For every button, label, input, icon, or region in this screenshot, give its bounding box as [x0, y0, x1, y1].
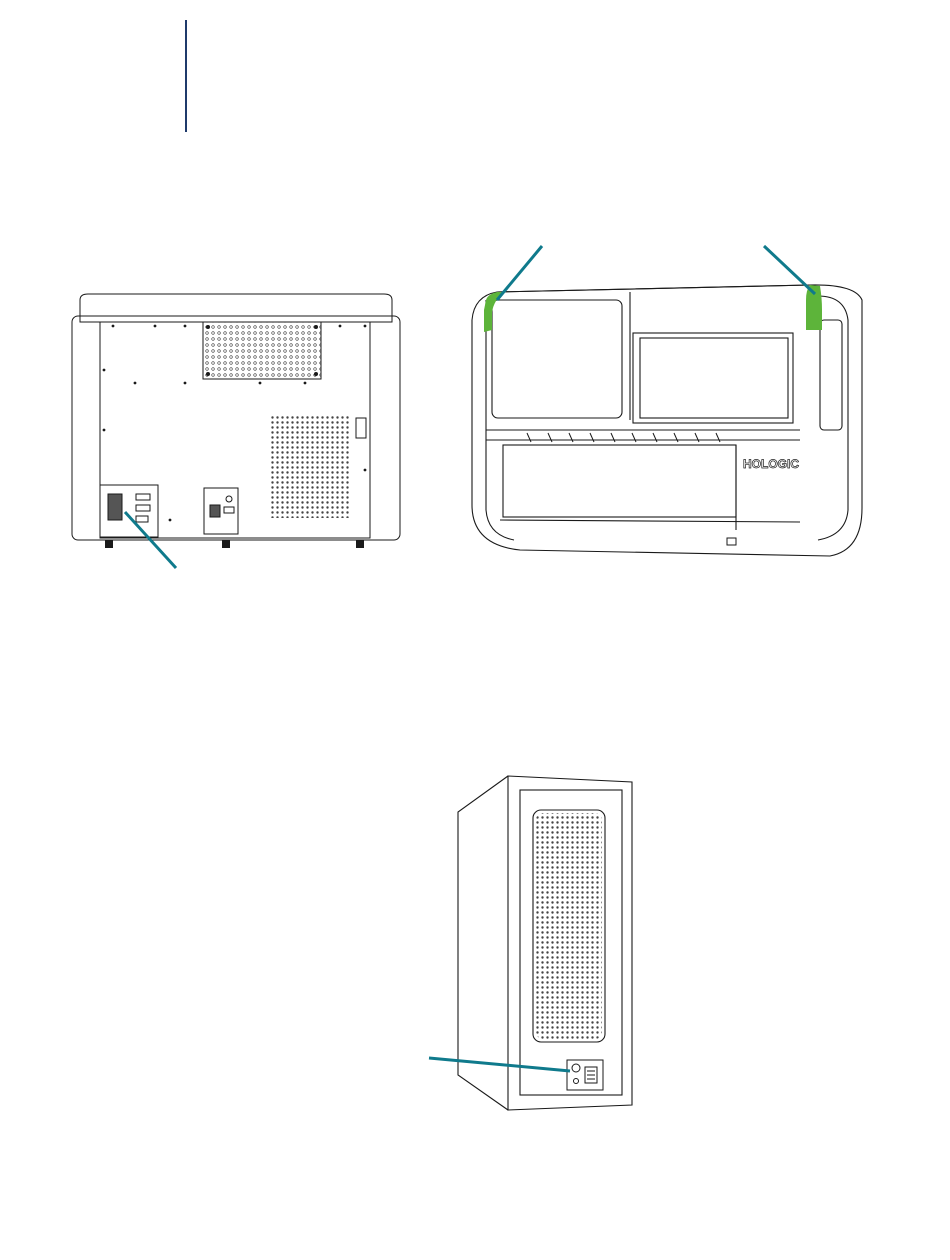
rear-feet	[105, 540, 364, 548]
rear-handle-slot	[356, 418, 366, 438]
comm-port-panel	[204, 488, 238, 534]
rear-top-vent	[203, 322, 321, 379]
left-status-light-bar	[484, 292, 504, 332]
right-light-callout-line	[764, 246, 815, 294]
front-instrument-body	[472, 285, 862, 556]
hologic-logo: HOLOGIC	[743, 457, 799, 471]
tower-power-button-panel	[567, 1060, 603, 1090]
tower-power-callout-line	[429, 1058, 570, 1071]
tower-front-vent	[536, 813, 602, 1039]
rear-side-vent	[270, 415, 350, 518]
power-inlet-panel	[100, 485, 158, 537]
front-sample-rack-slots	[527, 433, 720, 442]
front-usb-port	[727, 538, 736, 545]
